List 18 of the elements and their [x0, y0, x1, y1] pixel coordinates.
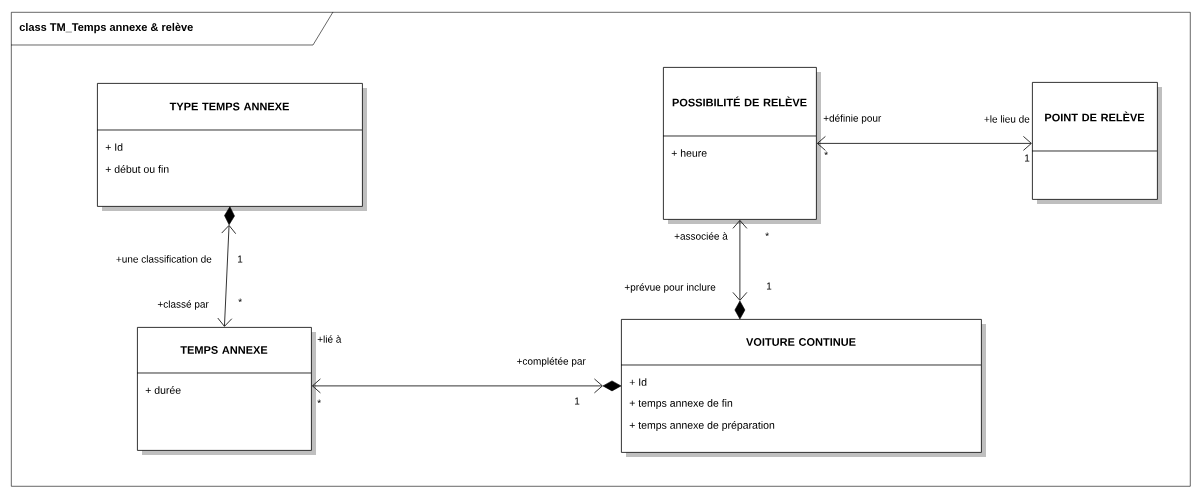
end-label: 1	[766, 282, 772, 290]
class-box: VOITURE CONTINUE + Id + temps annexe de fin + temps annexe de préparation	[620, 319, 986, 457]
end-label: 1	[575, 397, 580, 405]
end-label: 1	[238, 255, 243, 263]
association-line	[312, 378, 622, 394]
class-box: TEMPS ANNEXE + durée	[136, 327, 316, 455]
end-label: +complétée par	[517, 357, 586, 367]
association-line	[732, 220, 748, 320]
end-label: +une classification de	[116, 255, 212, 263]
class-box: POSSIBILITÉ DE RELÈVE + heure	[662, 67, 821, 224]
end-label: +classé par	[157, 300, 209, 310]
class-box: TYPE TEMPS ANNEXE + Id + début ou fin	[96, 83, 367, 211]
class-box: POINT DE RELÈVE	[1031, 82, 1162, 204]
association-line	[217, 206, 237, 327]
end-label: +prévue pour inclure	[624, 283, 716, 293]
association-line	[817, 136, 1032, 151]
end-label: *	[238, 298, 242, 303]
end-label: *	[824, 151, 828, 156]
